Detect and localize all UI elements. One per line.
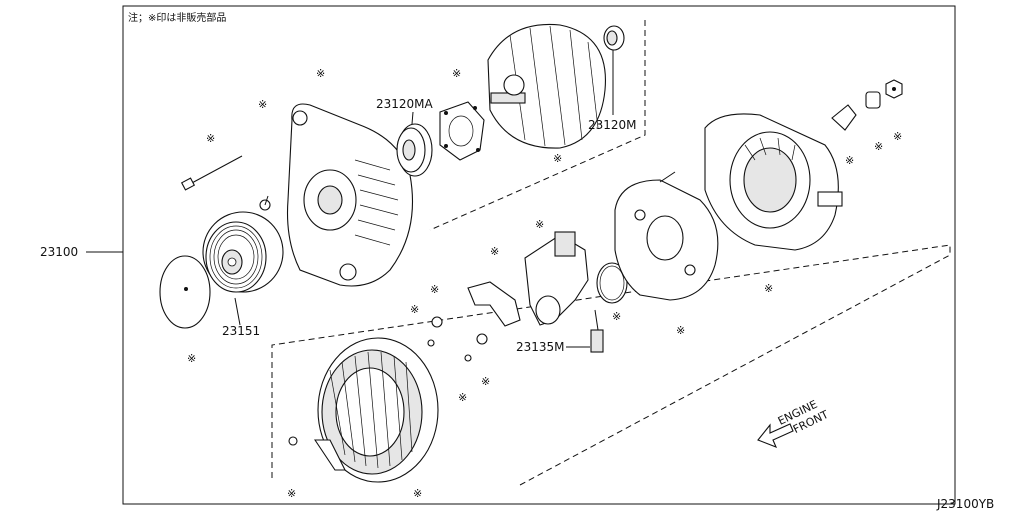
screw-part — [259, 195, 271, 211]
direction-arrow-icon — [757, 423, 794, 448]
upper-group-boundary — [429, 20, 646, 231]
through-bolt-part — [180, 155, 243, 191]
asterisk-marker: ※ — [452, 67, 461, 80]
bearing-retainer-plate-part — [439, 101, 485, 161]
label-assembly: 23100 — [40, 245, 78, 259]
rear-bearing-part — [603, 25, 625, 51]
rear-frame-part — [704, 113, 843, 251]
leader-bearing-retainer — [411, 111, 414, 125]
asterisk-marker: ※ — [316, 67, 325, 80]
terminal-nut-sleeve-part — [865, 91, 881, 109]
asterisk-marker: ※ — [410, 303, 419, 316]
label-pulley: 23151 — [222, 324, 260, 338]
note-text: 注；※印は非販売部品 — [128, 11, 226, 24]
asterisk-marker: ※ — [430, 283, 439, 296]
asterisk-marker: ※ — [490, 245, 499, 258]
gasket-ring-part — [596, 262, 628, 304]
asterisk-marker: ※ — [553, 152, 562, 165]
stator-part — [313, 337, 439, 483]
rotor-part — [487, 23, 606, 149]
front-cover-part — [159, 255, 211, 329]
asterisk-marker: ※ — [845, 154, 854, 167]
asterisk-marker: ※ — [893, 130, 902, 143]
asterisk-marker: ※ — [287, 487, 296, 500]
regulator-part — [524, 231, 589, 326]
label-rotor: 23120M — [588, 118, 637, 132]
bearing-part — [396, 123, 433, 177]
asterisk-marker: ※ — [874, 140, 883, 153]
asterisk-marker: ※ — [258, 98, 267, 111]
terminal-cover-part — [467, 281, 521, 327]
asterisk-marker: ※ — [413, 487, 422, 500]
asterisk-marker: ※ — [187, 352, 196, 365]
terminal-insulator-part — [831, 104, 857, 131]
label-brush: 23135M — [516, 340, 565, 354]
terminal-nut-part — [885, 79, 903, 99]
front-bracket-part — [287, 103, 414, 287]
diagram-frame — [122, 5, 956, 505]
leader-pulley — [234, 297, 241, 326]
small-screws-middle-part — [427, 316, 488, 362]
asterisk-marker: ※ — [676, 324, 685, 337]
asterisk-marker: ※ — [206, 132, 215, 145]
label-bearing-retainer: 23120MA — [376, 97, 434, 111]
rectifier-part — [614, 171, 719, 301]
small-screw-left-part — [288, 436, 298, 446]
asterisk-marker: ※ — [612, 310, 621, 323]
asterisk-marker: ※ — [764, 282, 773, 295]
lower-group-boundary — [271, 244, 951, 486]
brush-part — [590, 309, 604, 353]
diagram-code: J23100YB — [936, 497, 994, 511]
asterisk-marker: ※ — [481, 375, 490, 388]
pulley-part — [202, 211, 284, 293]
asterisk-marker: ※ — [458, 391, 467, 404]
asterisk-marker: ※ — [535, 218, 544, 231]
